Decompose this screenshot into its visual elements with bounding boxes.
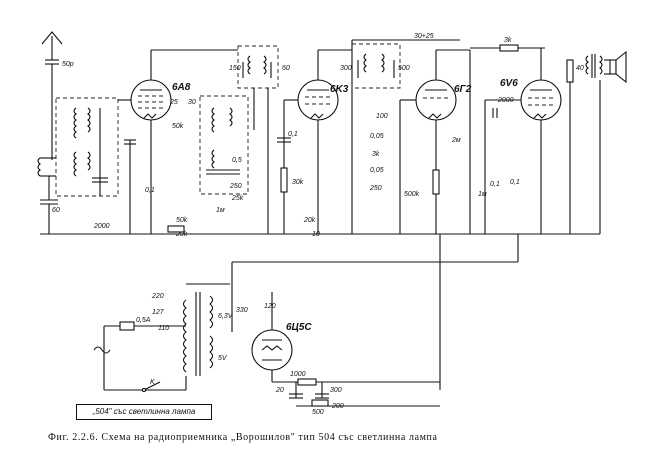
c500-label: 500 bbox=[398, 65, 410, 72]
c60-label: 60 bbox=[282, 65, 290, 72]
mains-input bbox=[93, 321, 187, 391]
rectifier-label: 6Ц5С bbox=[286, 322, 312, 333]
c150-label: 150 bbox=[229, 65, 241, 72]
c01b-label: 0,1 bbox=[288, 131, 298, 138]
choke-label: 1000 bbox=[290, 371, 306, 378]
c300b-label: 300 bbox=[330, 387, 342, 394]
c2000-label: 2000 bbox=[93, 223, 110, 230]
c50k2-label: 50k bbox=[176, 217, 188, 224]
r500k-label: 500k bbox=[404, 191, 420, 198]
r120-label: 120 bbox=[264, 303, 276, 310]
rectifier-tube-6c5s bbox=[251, 329, 293, 371]
c01-label: 0,1 bbox=[145, 187, 155, 194]
tube-6g2 bbox=[415, 50, 457, 121]
r30k-label: 30k bbox=[292, 179, 304, 186]
c2m-label: 2м bbox=[451, 137, 461, 144]
tr110-label: 110 bbox=[158, 325, 169, 332]
tube-6k3-label: 6K3 bbox=[330, 84, 349, 95]
antenna bbox=[41, 31, 63, 110]
if-transformer-1 bbox=[237, 45, 279, 89]
c005b-label: 0,05 bbox=[370, 167, 384, 174]
r330-label: 330 bbox=[236, 307, 248, 314]
loudspeaker bbox=[609, 50, 627, 84]
c005-label: 0,05 bbox=[370, 133, 384, 140]
tube-6g2-label: 6Г2 bbox=[454, 84, 472, 95]
c250-label: 250 bbox=[369, 185, 382, 192]
c30-label: 30 bbox=[188, 99, 196, 106]
tube-6a8 bbox=[130, 50, 172, 121]
r500-label: 500 bbox=[312, 409, 324, 416]
tr127-label: 127 bbox=[152, 309, 165, 316]
tr5v-label: 5V bbox=[218, 355, 228, 362]
power-switch bbox=[141, 381, 161, 393]
figure-caption: Фиг. 2.2.6. Схема на радиоприемника „Вор… bbox=[48, 432, 438, 443]
switch-label: K bbox=[150, 379, 155, 386]
c300-label: 300 bbox=[340, 65, 352, 72]
rtop-label: 3k bbox=[504, 37, 512, 44]
antenna-cap-label: 50p bbox=[62, 61, 74, 68]
tube-6v6 bbox=[520, 48, 562, 121]
ant-cap2-label: 60 bbox=[52, 207, 60, 214]
c01c-label: 0,1 bbox=[490, 181, 500, 188]
r3k-label: 3k bbox=[372, 151, 380, 158]
c30-25-label: 30+25 bbox=[414, 33, 434, 40]
c10-label: 10 bbox=[312, 231, 320, 238]
oscillator-block bbox=[199, 95, 249, 195]
fuse-label: 0,5A bbox=[136, 317, 151, 324]
note-box: „504" със светлинна лампа bbox=[76, 404, 212, 420]
r40-label: 40 bbox=[576, 65, 584, 72]
tr63-label: 6,3V bbox=[218, 313, 234, 320]
c100-label: 100 bbox=[376, 113, 388, 120]
c20k-label: 20k bbox=[175, 231, 188, 238]
tube-6v6-label: 6V6 bbox=[500, 78, 518, 89]
if-transformer-2 bbox=[351, 43, 401, 89]
r250-label: 250 bbox=[229, 183, 242, 190]
power-transformer bbox=[182, 283, 230, 376]
c25-label: 25 bbox=[169, 99, 178, 106]
c20kbias-label: 20k bbox=[303, 217, 316, 224]
c01d-label: 0,1 bbox=[510, 179, 520, 186]
c50k-label: 50k bbox=[172, 123, 184, 130]
output-transformer bbox=[585, 54, 603, 78]
c20b-label: 20 bbox=[275, 387, 284, 394]
c05-label: 0,5 bbox=[232, 157, 242, 164]
tr220-label: 220 bbox=[151, 293, 164, 300]
input-coil-block bbox=[37, 97, 119, 197]
c25k-label: 25k bbox=[231, 195, 244, 202]
c1m-label: 1м bbox=[216, 207, 225, 214]
c1m2-label: 1м bbox=[478, 191, 487, 198]
tube-6a8-label: 6A8 bbox=[172, 82, 191, 93]
